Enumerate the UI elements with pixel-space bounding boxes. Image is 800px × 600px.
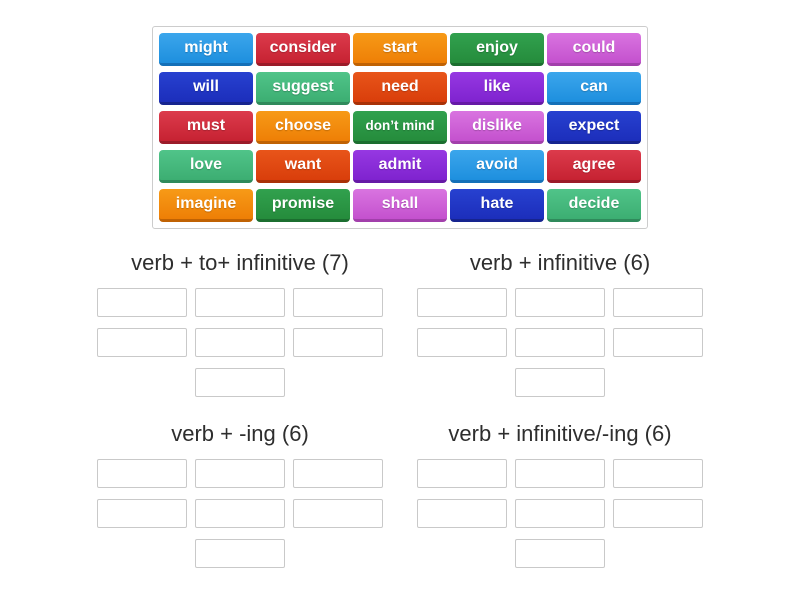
word-tile-enjoy[interactable]: enjoy — [450, 33, 544, 66]
word-tile-consider[interactable]: consider — [256, 33, 350, 66]
word-tile-need[interactable]: need — [353, 72, 447, 105]
word-tile-decide[interactable]: decide — [547, 189, 641, 222]
category-slots — [415, 288, 705, 397]
word-tile-dislike[interactable]: dislike — [450, 111, 544, 144]
word-tile-suggest[interactable]: suggest — [256, 72, 350, 105]
category-title: verb + infinitive/-ing (6) — [448, 421, 672, 446]
drop-slot[interactable] — [195, 499, 285, 528]
drop-slot[interactable] — [293, 459, 383, 488]
category-slots — [95, 459, 385, 568]
drop-slot[interactable] — [97, 328, 187, 357]
drop-slot[interactable] — [515, 288, 605, 317]
drop-slot[interactable] — [195, 539, 285, 568]
drop-slot[interactable] — [515, 328, 605, 357]
drop-slot[interactable] — [613, 459, 703, 488]
word-tile-must[interactable]: must — [159, 111, 253, 144]
drop-slot[interactable] — [613, 499, 703, 528]
word-tile-love[interactable]: love — [159, 150, 253, 183]
category-slots — [415, 459, 705, 568]
drop-slot[interactable] — [417, 328, 507, 357]
category-verb-ing: verb + -ing (6) — [80, 421, 400, 568]
drop-slot[interactable] — [97, 288, 187, 317]
category-title: verb + -ing (6) — [171, 421, 309, 446]
word-tile-choose[interactable]: choose — [256, 111, 350, 144]
drop-slot[interactable] — [515, 459, 605, 488]
word-tile-might[interactable]: might — [159, 33, 253, 66]
word-tile-promise[interactable]: promise — [256, 189, 350, 222]
drop-slot[interactable] — [293, 499, 383, 528]
word-tile-admit[interactable]: admit — [353, 150, 447, 183]
word-tile-want[interactable]: want — [256, 150, 350, 183]
drop-slot[interactable] — [417, 499, 507, 528]
word-tile-like[interactable]: like — [450, 72, 544, 105]
drop-slot[interactable] — [195, 368, 285, 397]
drop-slot[interactable] — [195, 288, 285, 317]
drop-slot[interactable] — [417, 288, 507, 317]
word-tile-agree[interactable]: agree — [547, 150, 641, 183]
category-verb-infinitive-ing: verb + infinitive/-ing (6) — [400, 421, 720, 568]
category-title: verb + infinitive (6) — [469, 250, 651, 275]
drop-slot[interactable] — [293, 328, 383, 357]
drop-slot[interactable] — [613, 288, 703, 317]
word-tile-imagine[interactable]: imagine — [159, 189, 253, 222]
category-verb-infinitive: verb + infinitive (6) — [400, 250, 720, 397]
category-slots — [95, 288, 385, 397]
drop-slot[interactable] — [97, 499, 187, 528]
category-verb-to-infinitive: verb + to+ infinitive (7) — [80, 250, 400, 397]
word-tile-hate[interactable]: hate — [450, 189, 544, 222]
word-tile-shall[interactable]: shall — [353, 189, 447, 222]
word-tile-avoid[interactable]: avoid — [450, 150, 544, 183]
drop-slot[interactable] — [97, 459, 187, 488]
drop-slot[interactable] — [195, 459, 285, 488]
drop-slot[interactable] — [417, 459, 507, 488]
word-tile-will[interactable]: will — [159, 72, 253, 105]
drop-slot[interactable] — [613, 328, 703, 357]
word-tile-don-t-mind[interactable]: don’t mind — [353, 111, 447, 144]
category-title: verb + to+ infinitive (7) — [131, 250, 349, 275]
drop-slot[interactable] — [195, 328, 285, 357]
drop-slot[interactable] — [515, 539, 605, 568]
word-tile-start[interactable]: start — [353, 33, 447, 66]
drop-slot[interactable] — [293, 288, 383, 317]
drop-slot[interactable] — [515, 368, 605, 397]
word-tile-could[interactable]: could — [547, 33, 641, 66]
category-grid: verb + to+ infinitive (7) verb + infinit… — [80, 250, 720, 568]
word-tile-can[interactable]: can — [547, 72, 641, 105]
word-tile-expect[interactable]: expect — [547, 111, 641, 144]
drop-slot[interactable] — [515, 499, 605, 528]
